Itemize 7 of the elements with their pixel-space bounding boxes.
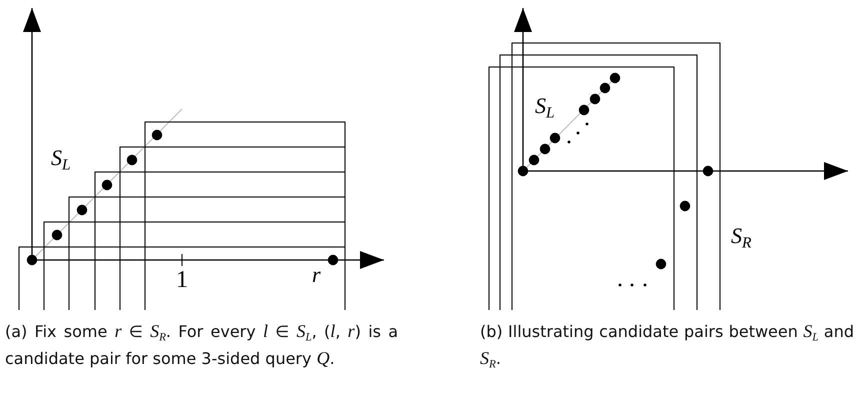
set-label: S$_{R}$ bbox=[731, 225, 752, 252]
caption: (b) Illustrating candidate pairs between S$_{L}$ and S$_{R}$. bbox=[480, 320, 854, 372]
set-label: S$_{L}$ bbox=[535, 95, 555, 122]
caption: (a) Fix some r ∈ S$_{R}$. For every l ∈ S$_{L}$, (l, r) is a candidate pair for some 3-sided query Q. bbox=[5, 320, 398, 370]
tick-label: 1 bbox=[176, 268, 188, 292]
point-label: r bbox=[312, 264, 321, 286]
set-label: S$_{L}$ bbox=[51, 147, 71, 174]
